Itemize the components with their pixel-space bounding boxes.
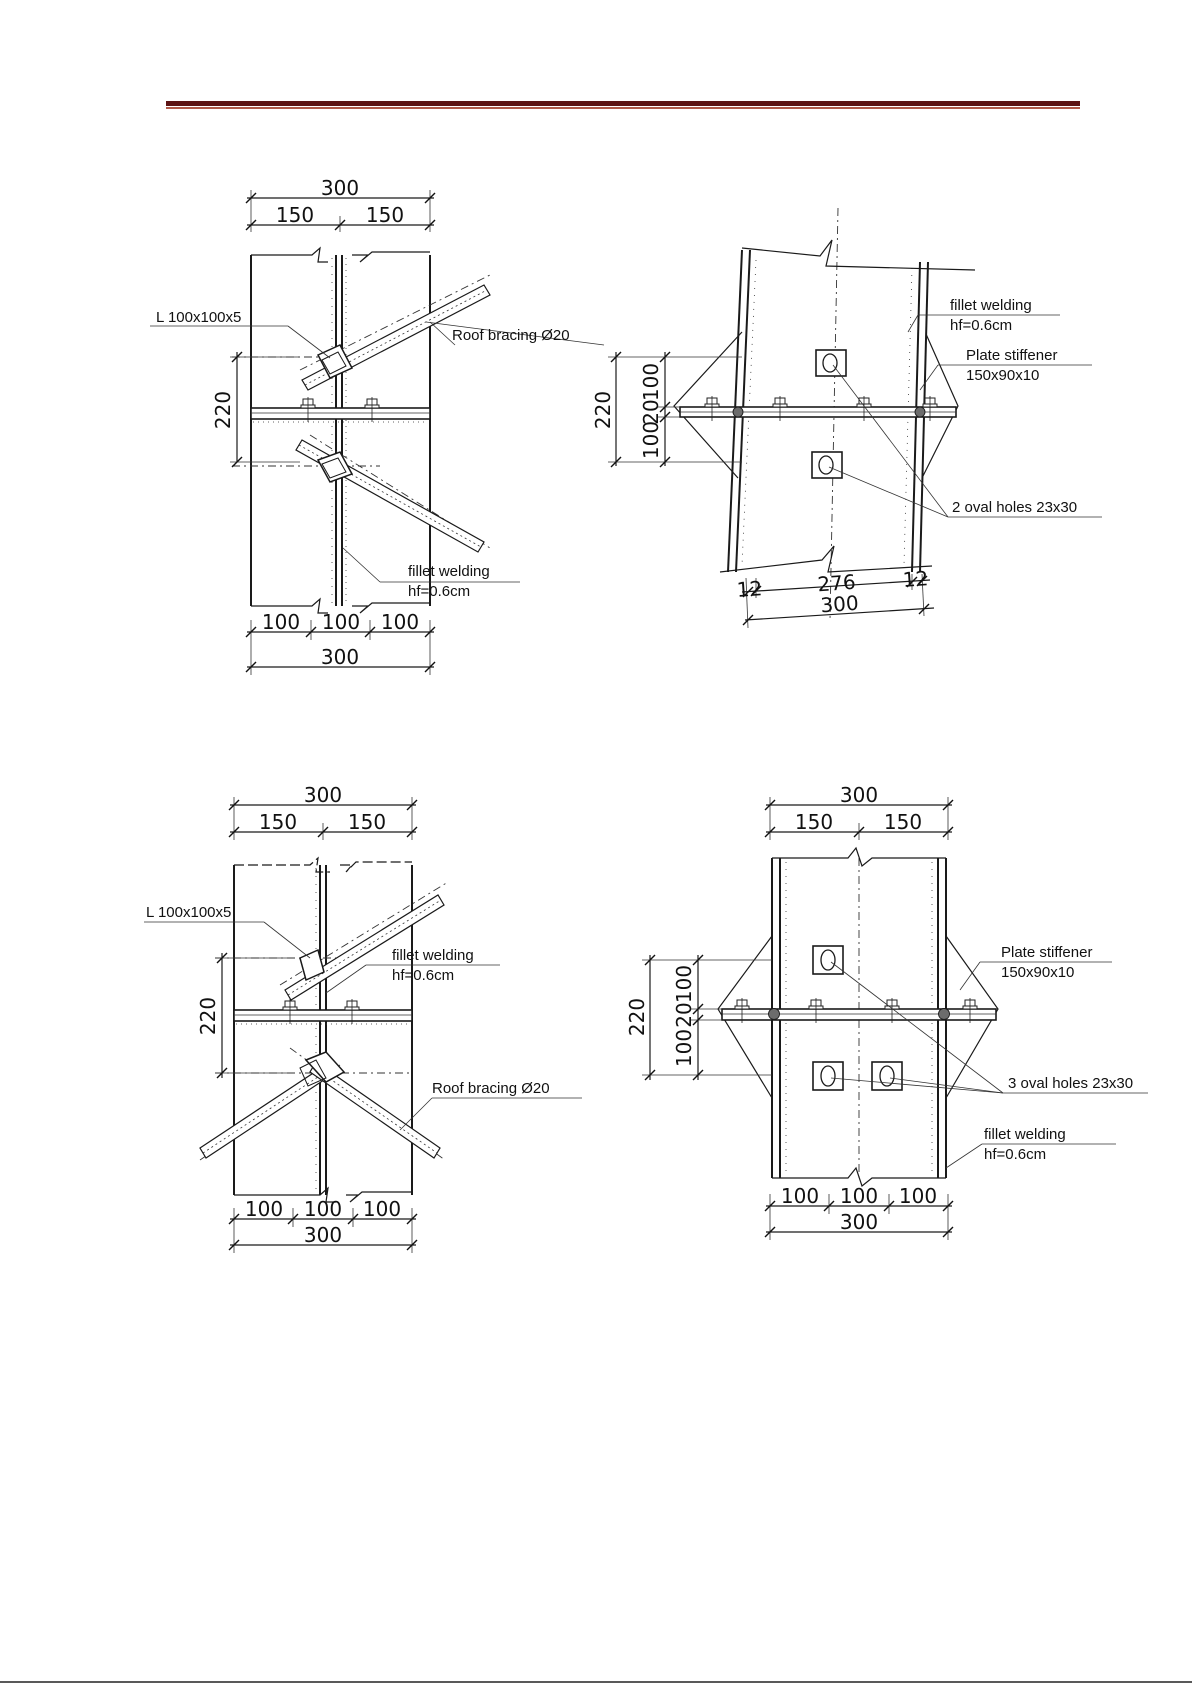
dim-width-total: 300 [321, 176, 359, 200]
column-section [233, 856, 413, 1203]
callouts: Plate stiffener 150x90x10 3 oval holes 2… [830, 944, 1148, 1169]
dim-bottom-2: 100 [304, 1197, 342, 1221]
dim-bottom-total: 300 [304, 1223, 342, 1247]
dim-side-20: 20 [639, 399, 663, 424]
detail-bottom-left: 300 150 150 [144, 783, 582, 1253]
detail-bottom-right: 300 150 150 [625, 783, 1148, 1240]
callout-weld: fillet welding [984, 1126, 1066, 1143]
dim-bottom-right-12: 12 [902, 566, 929, 592]
dims-bottom: 12 276 12 300 [736, 566, 935, 629]
callouts: L 100x100x5 fillet welding hf=0.6cm Roof… [144, 904, 582, 1131]
callout-stiffener-size: 150x90x10 [966, 367, 1039, 384]
dim-side: 220 [211, 351, 300, 468]
connection-plate [679, 395, 957, 422]
dim-side-220: 220 [625, 998, 649, 1036]
dims-bottom: 100 100 100 300 [245, 610, 436, 675]
dims-side: 220 100 20 100 [625, 954, 772, 1081]
connection-plate [250, 396, 431, 423]
dim-side-220: 220 [196, 997, 220, 1035]
dim-half-left: 150 [259, 810, 297, 834]
dims-top: 300 150 150 [228, 783, 418, 840]
dim-bottom-3: 100 [899, 1184, 937, 1208]
callout-angle: L 100x100x5 [156, 309, 241, 326]
header-rule [166, 101, 1080, 109]
roof-bracing-lower [232, 434, 491, 553]
dim-side: 220 [196, 952, 290, 1079]
roof-bracing-upper [232, 274, 491, 391]
dim-width-total: 300 [840, 783, 878, 807]
header-rule-light [166, 107, 1080, 109]
dim-width-total: 300 [304, 783, 342, 807]
oval-hole-2 [818, 455, 834, 475]
dim-half-right: 150 [884, 810, 922, 834]
callout-weld: fillet welding [408, 563, 490, 580]
dims-top: 300 150 150 [764, 783, 954, 840]
dims-side: 220 100 20 100 [591, 351, 742, 468]
dim-side-20: 20 [672, 1002, 696, 1027]
callout-bracing: Roof bracing Ø20 [452, 327, 570, 344]
oval-holes [811, 349, 847, 479]
dim-half-right: 150 [366, 203, 404, 227]
dim-bottom-left-12: 12 [736, 576, 763, 602]
connection-plate [721, 997, 997, 1024]
connection-plate [233, 998, 413, 1025]
dim-side-100b: 100 [639, 421, 663, 459]
dim-side-220: 220 [591, 391, 615, 429]
callout-bracing: Roof bracing Ø20 [432, 1080, 550, 1097]
callout-weld-size: hf=0.6cm [984, 1146, 1046, 1163]
dim-bottom-3: 100 [381, 610, 419, 634]
dim-bottom-total: 300 [321, 645, 359, 669]
callout-oval-holes: 3 oval holes 23x30 [1008, 1075, 1133, 1092]
callout-angle: L 100x100x5 [146, 904, 231, 921]
oval-hole-1 [822, 353, 838, 373]
dim-side-100a: 100 [672, 965, 696, 1003]
callouts: L 100x100x5 Roof bracing Ø20 fillet weld… [150, 309, 605, 600]
detail-top-right: 220 100 20 100 12 276 12 300 fillet weld… [591, 207, 1102, 629]
dim-side-220: 220 [211, 391, 235, 429]
dim-bottom-2: 100 [840, 1184, 878, 1208]
dim-side-100b: 100 [672, 1029, 696, 1067]
oval-hole-3 [879, 1065, 895, 1087]
oval-hole-2 [820, 1065, 836, 1087]
callout-oval-holes: 2 oval holes 23x30 [952, 499, 1077, 516]
callout-stiffener: Plate stiffener [966, 347, 1057, 364]
column-section [250, 246, 431, 614]
callout-stiffener: Plate stiffener [1001, 944, 1092, 961]
dim-bottom-2: 100 [322, 610, 360, 634]
oval-holes [812, 945, 903, 1091]
dim-half-right: 150 [348, 810, 386, 834]
dim-half-left: 150 [795, 810, 833, 834]
callout-weld-size: hf=0.6cm [950, 317, 1012, 334]
dims-top: 300 150 150 [245, 176, 436, 232]
callout-weld: fillet welding [392, 947, 474, 964]
dim-bottom-total: 300 [840, 1210, 878, 1234]
dims-bottom: 100 100 100 300 [228, 1197, 418, 1253]
detail-top-left: 300 150 150 [150, 176, 605, 675]
dim-side-100a: 100 [639, 363, 663, 401]
dim-bottom-3: 100 [363, 1197, 401, 1221]
callout-weld-size: hf=0.6cm [408, 583, 470, 600]
callout-weld: fillet welding [950, 297, 1032, 314]
dim-bottom-276: 276 [817, 570, 857, 597]
dim-bottom-1: 100 [781, 1184, 819, 1208]
oval-hole-1 [820, 949, 836, 971]
roof-bracing-cross [199, 1047, 446, 1161]
dim-bottom-total: 300 [820, 591, 860, 618]
callout-weld-size: hf=0.6cm [392, 967, 454, 984]
dim-half-left: 150 [276, 203, 314, 227]
callouts: fillet welding hf=0.6cm Plate stiffener … [828, 297, 1102, 518]
dims-bottom: 100 100 100 300 [764, 1184, 954, 1240]
callout-stiffener-size: 150x90x10 [1001, 964, 1074, 981]
header-rule-dark [166, 101, 1080, 106]
dim-bottom-1: 100 [245, 1197, 283, 1221]
dim-bottom-1: 100 [262, 610, 300, 634]
